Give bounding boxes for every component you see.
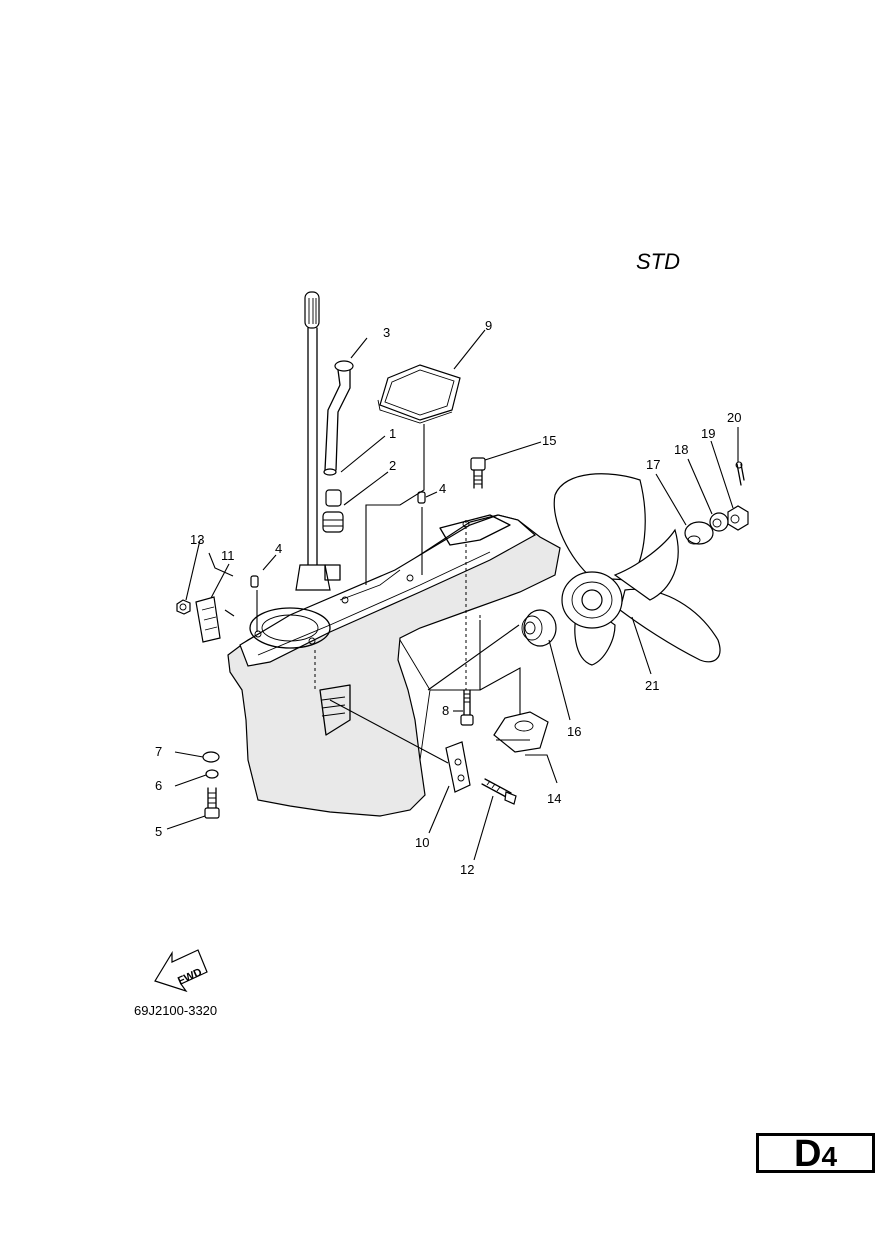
callout-2: 2 bbox=[389, 458, 396, 473]
callout-3: 3 bbox=[383, 325, 390, 340]
callout-15: 15 bbox=[542, 433, 556, 448]
callout-7: 7 bbox=[155, 744, 162, 759]
washer-18 bbox=[709, 512, 729, 532]
callout-5: 5 bbox=[155, 824, 162, 839]
page-tag-number: 4 bbox=[821, 1141, 838, 1172]
bolt-15 bbox=[470, 457, 486, 489]
bolt-12 bbox=[481, 778, 517, 805]
callout-10: 10 bbox=[415, 835, 429, 850]
callout-6: 6 bbox=[155, 778, 162, 793]
callout-20: 20 bbox=[727, 410, 741, 425]
callout-14: 14 bbox=[547, 791, 561, 806]
fwd-arrow-icon: FWD bbox=[154, 949, 208, 993]
callout-8: 8 bbox=[442, 703, 449, 718]
variant-label: STD bbox=[636, 249, 680, 274]
gasket bbox=[377, 364, 461, 424]
callout-21: 21 bbox=[645, 678, 659, 693]
callout-16: 16 bbox=[567, 724, 581, 739]
callout-11: 11 bbox=[221, 548, 235, 563]
callout-17: 17 bbox=[646, 457, 660, 472]
callout-18: 18 bbox=[674, 442, 688, 457]
grommet-upper bbox=[325, 489, 342, 507]
anode-11 bbox=[195, 596, 221, 643]
anode-14 bbox=[493, 711, 549, 753]
lower-unit-housing bbox=[227, 514, 561, 817]
callout-1: 1 bbox=[389, 426, 396, 441]
callout-12: 12 bbox=[460, 862, 474, 877]
callout-labels: 1 2 3 4 4 5 6 7 8 9 10 11 12 13 14 15 16… bbox=[155, 318, 741, 877]
nut-13 bbox=[176, 599, 191, 615]
trim-tab bbox=[445, 741, 471, 793]
callout-19: 19 bbox=[701, 426, 715, 441]
propeller bbox=[553, 473, 721, 666]
water-tube bbox=[323, 360, 354, 476]
diagram-part-code: 69J2100-3320 bbox=[134, 1003, 218, 1018]
callout-4: 4 bbox=[439, 481, 446, 496]
callout-13: 13 bbox=[190, 532, 204, 547]
page-tag: D4 bbox=[756, 1133, 875, 1173]
washer-7 bbox=[202, 751, 220, 763]
grommet-lower bbox=[322, 511, 344, 581]
callout-9: 9 bbox=[485, 318, 492, 333]
washer-6 bbox=[205, 769, 219, 779]
dowel-pin bbox=[250, 575, 259, 588]
washer-17 bbox=[684, 521, 714, 545]
nut-19 bbox=[727, 505, 749, 531]
bolt-8 bbox=[460, 689, 474, 726]
callout-4: 4 bbox=[275, 541, 282, 556]
leader-lines bbox=[166, 329, 739, 861]
bolt-5 bbox=[204, 787, 220, 819]
cotter-pin-20 bbox=[735, 461, 745, 486]
page-tag-letter: D bbox=[793, 1133, 822, 1175]
spacer-16 bbox=[521, 609, 557, 647]
drive-shaft bbox=[295, 291, 331, 591]
